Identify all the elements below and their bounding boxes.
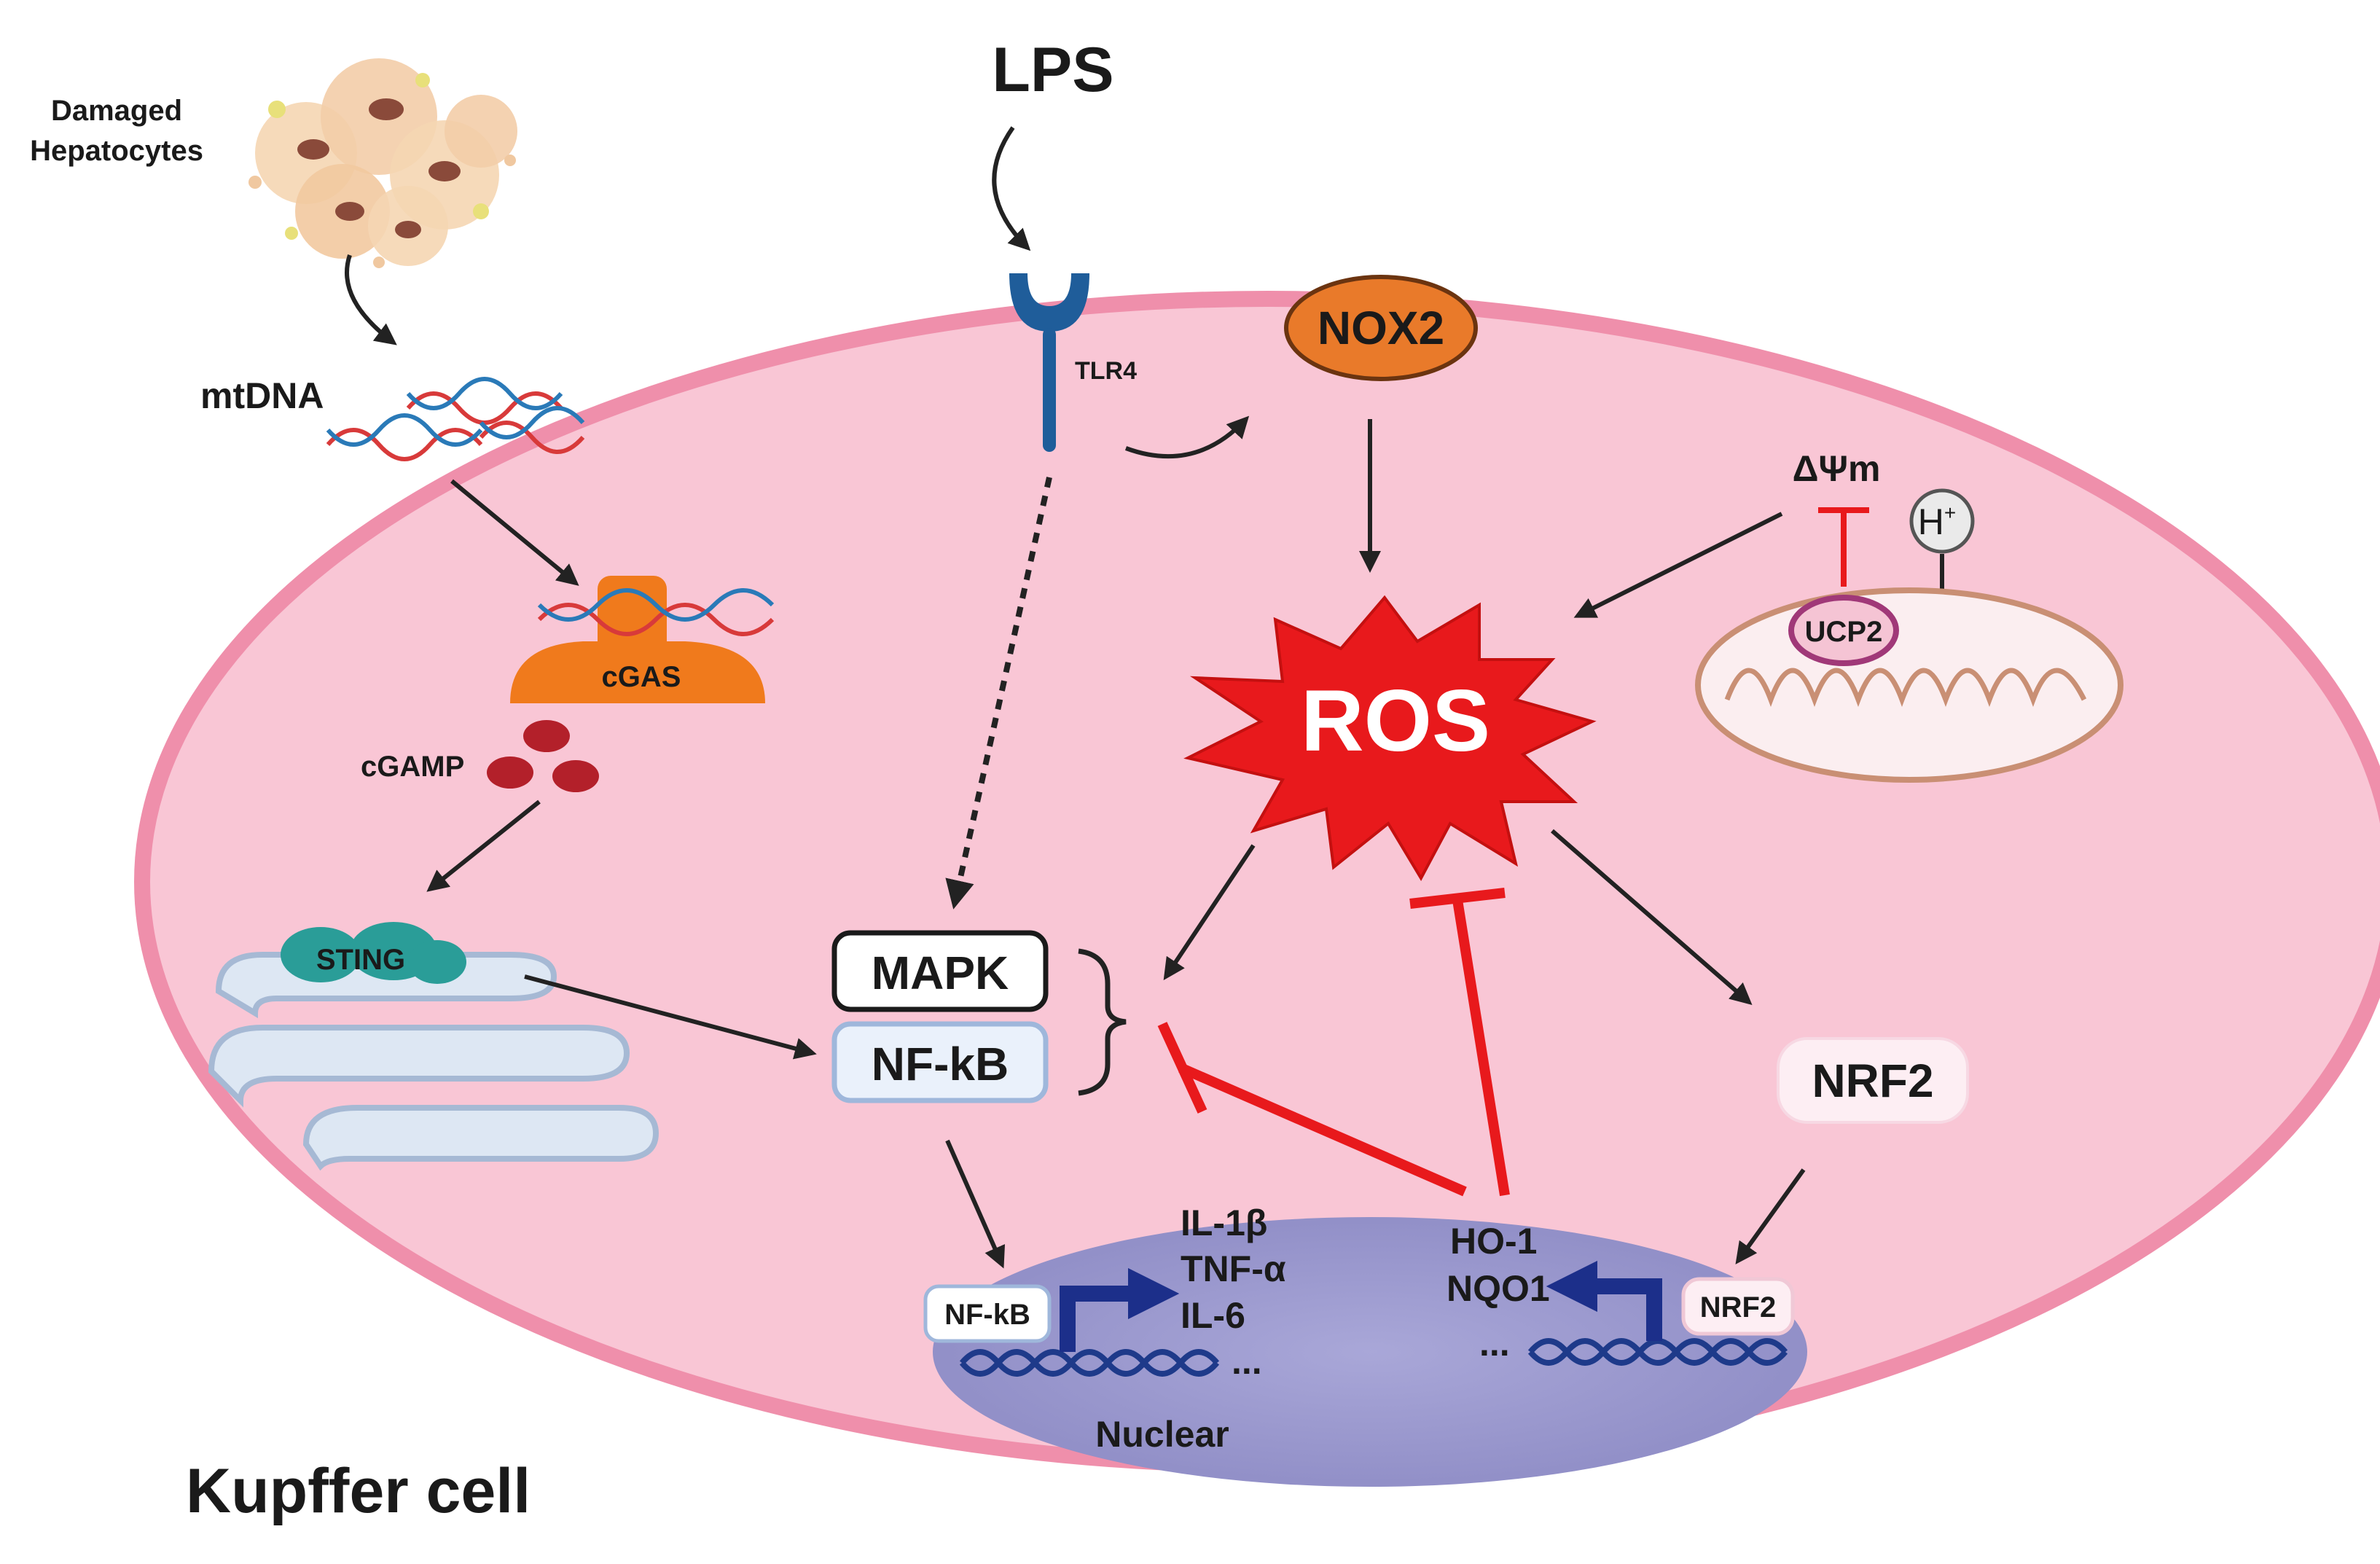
ros-label: ROS: [1301, 672, 1490, 770]
nucleus-nrf2-box: [1681, 1277, 1795, 1336]
ho1-label: HO-1: [1450, 1221, 1537, 1262]
damaged-hepatocytes-icon: [248, 58, 517, 268]
arrow-nfkb-to-nucleus: [945, 1139, 1006, 1269]
nucleus-nfkb-box: [923, 1284, 1052, 1343]
delta-psi-m-label: ΔΨm: [1793, 448, 1881, 489]
ucp2-label: UCP2: [1805, 616, 1883, 648]
ellipsis-left-label: ...: [1232, 1341, 1262, 1382]
promoter-arrow-right-icon: [1546, 1260, 1662, 1341]
mitochondrion-icon: [1695, 587, 2123, 783]
arrow-ros-to-nrf2: [1551, 829, 1753, 1005]
proton-label: H+: [1918, 501, 1956, 542]
sting-label: STING: [316, 944, 405, 976]
mtdna-icon: [326, 377, 585, 461]
cgas-enzyme: [510, 576, 775, 703]
arrow-mtdna-to-cgas: [450, 479, 579, 586]
proton-icon: [1909, 488, 1975, 554]
ellipsis-right-label: ...: [1479, 1323, 1510, 1364]
arrow-lps-to-tlr4: [992, 126, 1031, 251]
tlr4-receptor-icon: [1009, 273, 1089, 452]
arrow-ros-to-mapk-nfkb: [1163, 844, 1256, 980]
nrf2-label: NRF2: [1812, 1055, 1933, 1107]
damaged-hepatocytes-label-1: Damaged: [51, 95, 182, 127]
ucp2-protein: [1788, 595, 1899, 666]
tlr4-label: TLR4: [1075, 357, 1137, 385]
arrow-cgamp-to-sting: [426, 799, 541, 892]
inhibition-ho1-to-mapk-nfkb: [1157, 1022, 1467, 1197]
mapk-nfkb-brace: [1078, 948, 1127, 1096]
nox2-enzyme: [1284, 275, 1478, 381]
mapk-label: MAPK: [872, 947, 1009, 999]
arrow-hepatocytes-to-mtdna: [345, 254, 397, 345]
sting-protein-icon: [281, 922, 466, 984]
mapk-box: [831, 930, 1049, 1012]
nfkb-box: [831, 1021, 1049, 1103]
nox2-label: NOX2: [1318, 302, 1444, 354]
cgamp-icon: [487, 720, 599, 792]
tnfa-label: TNF-α: [1181, 1248, 1286, 1289]
dna-left-icon: [959, 1349, 1220, 1377]
nucleus-nrf2-label: NRF2: [1700, 1291, 1776, 1323]
il6-label: IL-6: [1181, 1295, 1245, 1336]
ros-burst: [1183, 595, 1597, 882]
inhibition-ho1-to-ros: [1409, 888, 1510, 1197]
mtdna-label: mtDNA: [200, 375, 324, 416]
cgas-label: cGAS: [602, 661, 681, 693]
arrow-sting-to-mapk-nfkb: [524, 974, 817, 1060]
promoter-arrow-left-icon: [1060, 1267, 1180, 1352]
arrow-tlr4-to-nox2: [1124, 415, 1250, 459]
damaged-hepatocytes-label-2: Hepatocytes: [30, 135, 203, 167]
cgamp-label: cGAMP: [361, 751, 464, 783]
nqo1-label: NQO1: [1447, 1268, 1550, 1309]
dna-right-icon: [1527, 1338, 1788, 1366]
il1b-label: IL-1β: [1181, 1203, 1267, 1243]
arrow-delta-psi-m-to-ros: [1573, 512, 1783, 618]
kupffer-cell-label: Kupffer cell: [186, 1456, 531, 1526]
nuclear-label: Nuclear: [1095, 1414, 1229, 1455]
inhibition-ucp2-to-delta-psi-m: [1818, 507, 1869, 587]
arrow-nrf2-to-nucleus: [1735, 1168, 1806, 1264]
nfkb-label: NF-kB: [872, 1038, 1009, 1090]
arrow-tlr4-to-mapk: [945, 477, 1052, 910]
nrf2-box: [1777, 1037, 1969, 1124]
nucleus-nfkb-label: NF-kB: [944, 1299, 1030, 1331]
lps-label: LPS: [992, 35, 1113, 105]
